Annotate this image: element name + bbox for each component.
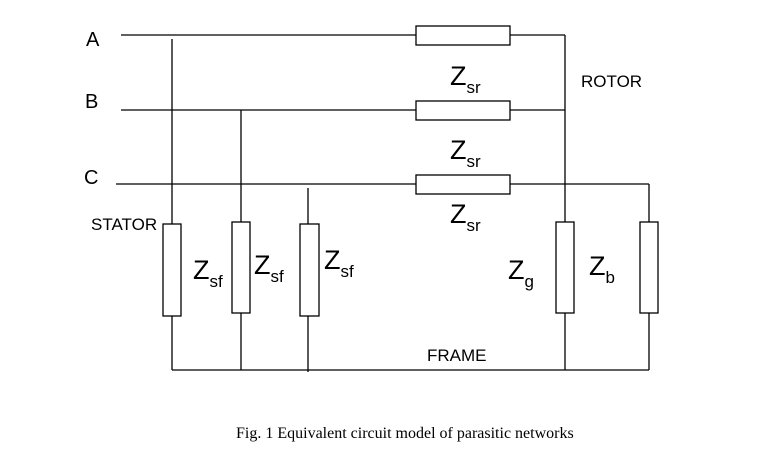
resistor-zsf-1: [162, 223, 182, 317]
resistor-zsr-c: [415, 174, 511, 195]
label-zb: Zb: [589, 251, 615, 287]
label-zsf-3: Zsf: [324, 245, 354, 281]
branch-zg: [555, 35, 575, 370]
label-zsr-b: Zsr: [450, 135, 481, 171]
frame-label: FRAME: [427, 346, 487, 365]
label-zsr-c: Zsr: [450, 199, 481, 235]
label-zsr-a: Zsr: [450, 61, 481, 97]
label-zsf-2: Zsf: [254, 250, 284, 286]
branch-zsf-2: [231, 110, 251, 370]
resistor-zsf-3: [299, 223, 320, 317]
label-zg: Zg: [508, 255, 534, 291]
branch-zb: [639, 184, 659, 370]
label-zsf-1: Zsf: [193, 255, 223, 291]
node-label-b: B: [85, 91, 98, 113]
stator-label: STATOR: [91, 215, 157, 234]
resistor-zsr-a: [415, 25, 511, 46]
node-label-a: A: [86, 29, 100, 51]
resistor-zsf-2: [231, 221, 251, 314]
branch-zsf-1: [162, 39, 182, 370]
resistor-zb: [639, 221, 659, 314]
rotor-label: ROTOR: [581, 72, 642, 91]
branch-zsf-3: [299, 188, 320, 372]
resistor-zsr-b: [415, 100, 511, 121]
node-label-c: C: [84, 167, 98, 189]
figure-caption: Fig. 1 Equivalent circuit model of paras…: [236, 425, 574, 442]
resistor-zg: [555, 221, 575, 314]
